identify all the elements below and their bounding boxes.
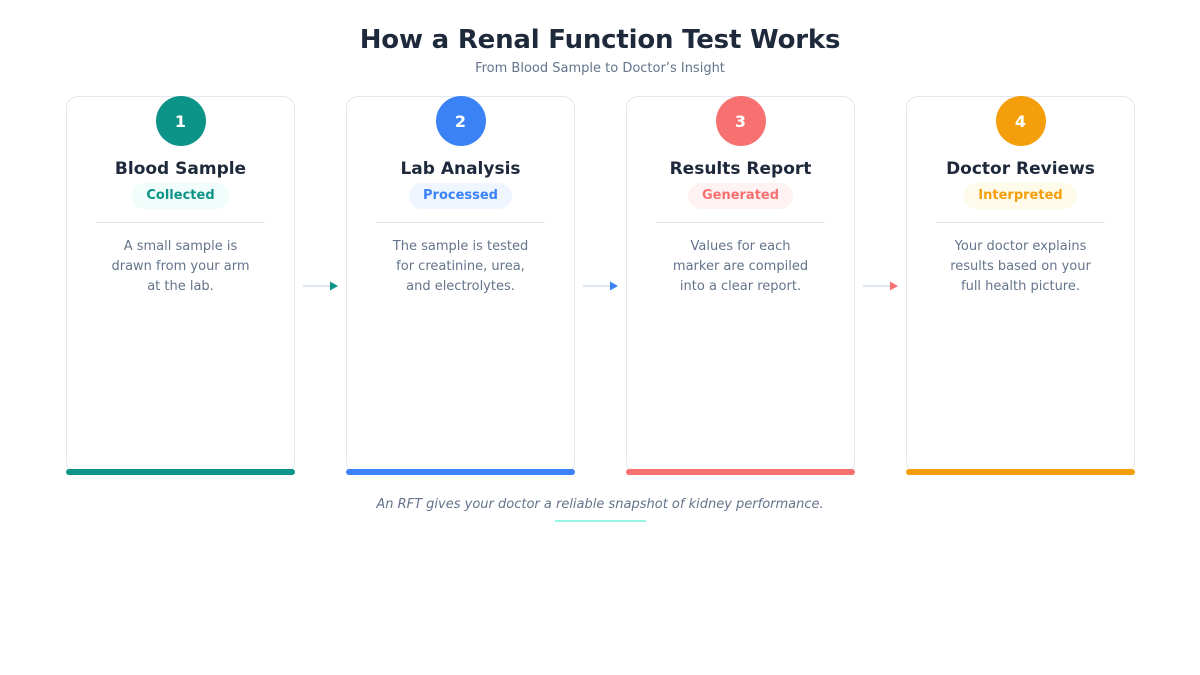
- step-title: Doctor Reviews: [946, 159, 1095, 179]
- card-divider: [656, 222, 825, 223]
- footer-underline: [555, 520, 646, 522]
- footer-note: An RFT gives your doctor a reliable snap…: [376, 497, 824, 512]
- step-description: Your doctor explains results based on yo…: [950, 239, 1091, 294]
- arrow-right-icon: [863, 281, 898, 291]
- status-badge: Interpreted: [964, 183, 1077, 209]
- step-description: The sample is tested for creatinine, ure…: [392, 239, 529, 294]
- page-title: How a Renal Function Test Works: [359, 25, 841, 55]
- card-divider: [96, 222, 265, 223]
- step-number-circle: 3: [715, 96, 766, 146]
- step-card-3: 3 Results Report Generated Values for ea…: [626, 96, 855, 475]
- arrow-head: [610, 281, 618, 291]
- step-description: Values for each marker are compiled into…: [672, 239, 809, 294]
- step-number-circle: 1: [155, 96, 206, 146]
- step-card-4: 4 Doctor Reviews Interpreted Your doctor…: [906, 96, 1135, 475]
- page-subtitle: From Blood Sample to Doctor’s Insight: [475, 61, 725, 76]
- arrow-right-icon: [583, 281, 618, 291]
- card-accent-bar: [626, 469, 855, 475]
- step-title: Blood Sample: [114, 159, 247, 179]
- card-accent-bar: [66, 469, 295, 475]
- step-title: Results Report: [669, 159, 812, 179]
- step-card-1: 1 Blood Sample Collected A small sample …: [66, 96, 295, 475]
- arrow-head: [330, 281, 338, 291]
- step-number-circle: 2: [435, 96, 486, 146]
- arrow-head: [890, 281, 898, 291]
- arrow-right-icon: [303, 281, 338, 291]
- status-badge: Generated: [687, 183, 794, 209]
- status-badge: Processed: [409, 183, 512, 209]
- card-accent-bar: [906, 469, 1135, 475]
- card-divider: [936, 222, 1105, 223]
- step-description: A small sample is drawn from your arm at…: [111, 239, 250, 294]
- step-number-circle: 4: [995, 96, 1046, 146]
- step-title: Lab Analysis: [400, 159, 521, 179]
- card-divider: [376, 222, 545, 223]
- status-badge: Collected: [132, 183, 229, 209]
- card-accent-bar: [346, 469, 575, 475]
- step-card-2: 2 Lab Analysis Processed The sample is t…: [346, 96, 575, 475]
